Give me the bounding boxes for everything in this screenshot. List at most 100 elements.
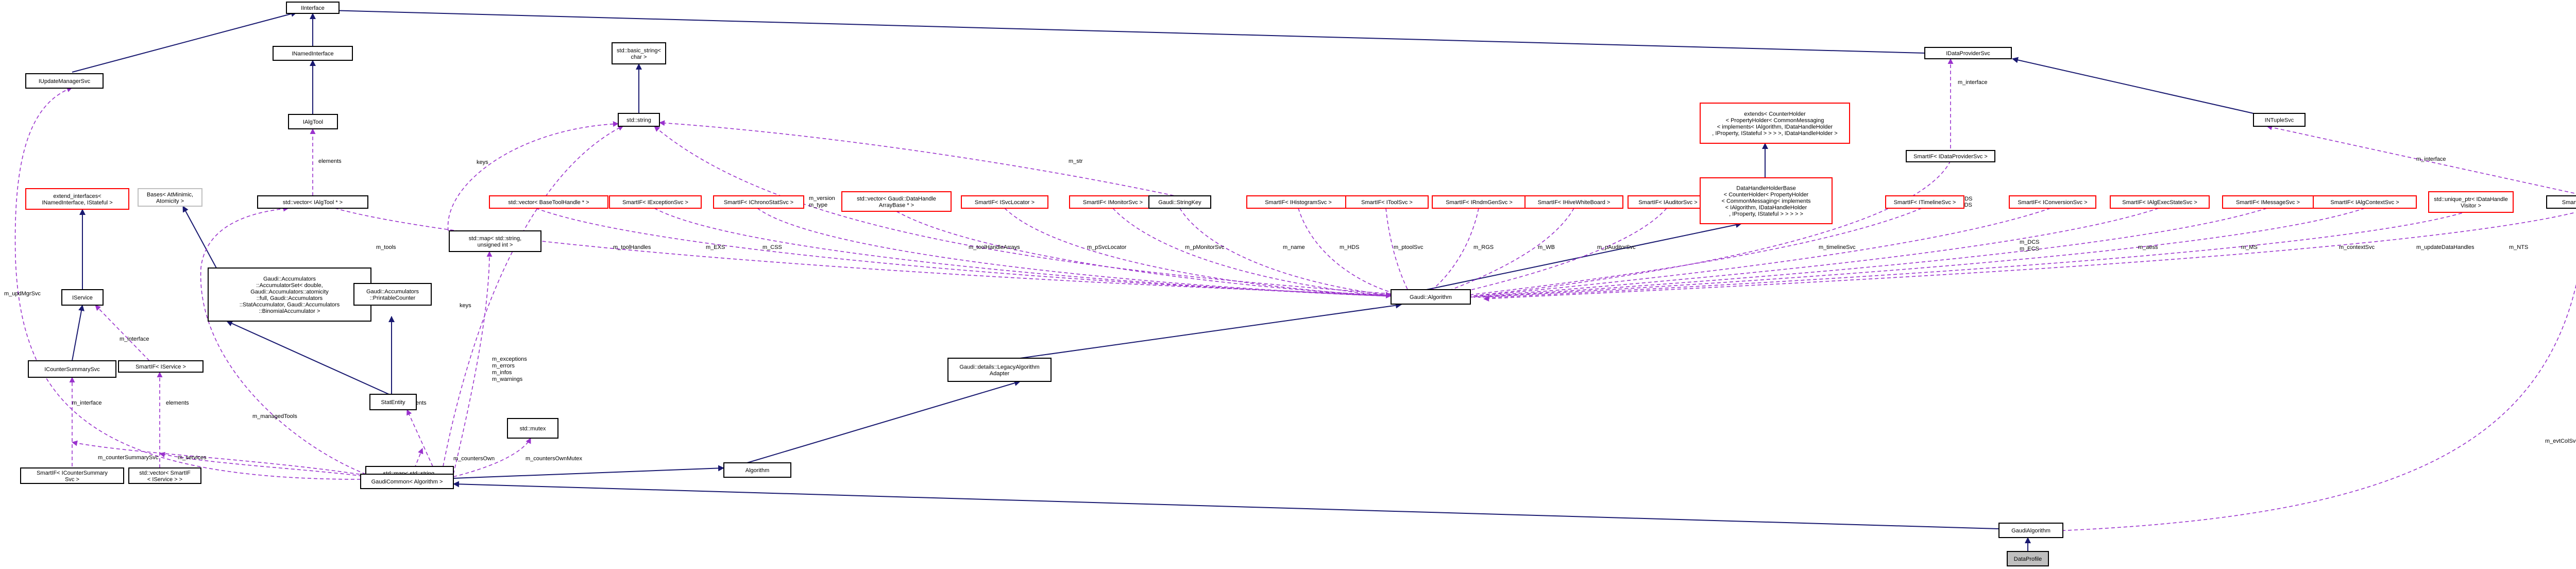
node-smart-ifexception[interactable]: SmartIF< IExceptionSvc > (609, 195, 702, 209)
node-label: ::AccumulatorSet< double, (256, 282, 323, 289)
node-label: SmartIF< IHistogramSvc > (1265, 199, 1332, 206)
node-icounter-summary-svc[interactable]: ICounterSummarySvc (28, 360, 116, 378)
node-vec-smart-ifservice[interactable]: std::vector< SmartIF< IService > > (128, 467, 201, 484)
node-box (28, 360, 116, 378)
node-label: unsigned int > (478, 242, 513, 248)
node-vec-ialg-tool[interactable]: std::vector< IAlgTool * > (257, 195, 368, 209)
edge-label-countersown: m_countersOwn (453, 456, 495, 462)
edge-inherit-gaudialgorithmderived-gaudicommon (453, 481, 1999, 529)
edge-label-updmgrsvc: m_updMgrSvc (4, 291, 41, 297)
edge-label-type: m_type (809, 202, 827, 208)
edge-inherit-gaudicommon-algorithm (453, 465, 724, 479)
node-label: std::mutex (520, 426, 546, 432)
node-box (2009, 195, 2096, 209)
node-label: IAlgTool (303, 119, 323, 125)
node-data-handle-holder-base[interactable]: DataHandleHolderBase< CounterHolder< Pro… (1700, 177, 1833, 224)
node-label: < implements< IAlgorithm, IDataHandleHol… (1717, 124, 1833, 130)
node-label: < CommonMessaging< implements (1721, 198, 1811, 205)
node-label: , IProperty, IStateful > > > >, IDataHan… (1712, 130, 1837, 137)
node-iservice[interactable]: IService (61, 289, 104, 306)
node-iinterface[interactable]: IInterface (286, 2, 340, 14)
node-smart-ifcounter-summary[interactable]: SmartIF< ICounterSummarySvc > (20, 467, 124, 484)
node-box (360, 474, 454, 489)
node-label: SmartIF< IConversionSvc > (2018, 199, 2087, 206)
node-smart-ifntuple[interactable]: SmartIF< INTupleSvc > (2546, 195, 2576, 209)
node-gaudi-algorithm-derived[interactable]: GaudiAlgorithm (1998, 523, 2063, 538)
node-label: IUpdateManagerSvc (39, 78, 91, 85)
edge-label-exs: m_EXS (706, 244, 725, 250)
node-smart-ifaudit[interactable]: SmartIF< IAuditorSvc > (1628, 195, 1708, 209)
node-bases-atomic[interactable]: Bases< AtMinimic,Atomicity > (138, 188, 202, 207)
edge-use-vecialgtool-gaudicommon-managed (200, 206, 366, 475)
node-basic_string[interactable]: std::basic_string<char > (612, 42, 666, 64)
node-smart-ifalg-exec[interactable]: SmartIF< IAlgExecStateSvc > (2110, 195, 2210, 209)
node-box (118, 360, 204, 373)
edge-label-pmonitorsvc: m_pMonitorSvc (1185, 244, 1225, 250)
edge-labels: elements keys keys m_str m_version m_typ… (4, 79, 2576, 462)
node-box (257, 195, 368, 209)
node-extends-ch[interactable]: extends< CounterHolder< PropertyHolder< … (1700, 103, 1850, 144)
edge-label-services: m_services (178, 455, 207, 461)
node-ialg-tool[interactable]: IAlgTool (288, 114, 338, 129)
node-label: Gaudi::StringKey (1158, 199, 1201, 206)
edge-label-timelinesvc: m_timelineSvc (1819, 244, 1856, 250)
node-label: SmartIF< IService > (135, 364, 186, 370)
edge-use-uniqueptrvisitor-gaudialgorithm (1483, 211, 2468, 298)
node-box (20, 467, 124, 484)
node-inamed-interface[interactable]: INamedInterface (273, 46, 353, 61)
edge-use-smartifalgcontext-gaudialgorithm (1478, 208, 2365, 298)
node-gaudi-common[interactable]: GaudiCommon< Algorithm > (360, 474, 454, 489)
node-smart-ifhive[interactable]: SmartIF< IHiveWhiteBoard > (1524, 195, 1623, 209)
node-label: std::vector< Gaudi::DataHandle (857, 196, 936, 202)
node-box (1924, 47, 2012, 59)
node-string-key[interactable]: Gaudi::StringKey (1148, 195, 1211, 209)
edge-use-smartiftool-gaudialgorithm (1385, 208, 1412, 297)
node-printable-counter[interactable]: Gaudi::Accumulators::PrintableCounter (353, 283, 432, 306)
node-stat-entity[interactable]: StatEntity (369, 394, 417, 410)
node-smart-iftimeline[interactable]: SmartIF< ITimelineSvc > (1885, 195, 1964, 209)
node-smart-ifdp[interactable]: SmartIF< IDataProviderSvc > (1906, 150, 1995, 162)
node-smart-ifmessage[interactable]: SmartIF< IMessageSvc > (2222, 195, 2314, 209)
edge-label-updatedatahandles: m_updateDataHandles (2416, 244, 2475, 250)
diagram-edges (14, 7, 2576, 551)
edge-label-ptoolsvc: m_ptoolSvc (1394, 244, 1423, 250)
edge-label-ms: m_MS (2241, 244, 2258, 250)
node-smart-ifconversion[interactable]: SmartIF< IConversionSvc > (2009, 195, 2096, 209)
node-accumulators[interactable]: Gaudi::Accumulators::AccumulatorSet< dou… (208, 267, 371, 322)
node-smart-ifalg-context[interactable]: SmartIF< IAlgContextSvc > (2313, 195, 2417, 209)
node-box (2313, 195, 2417, 209)
edge-label-psvclocator: m_pSvcLocator (1087, 244, 1127, 250)
node-iupdate-manager-svc[interactable]: IUpdateManagerSvc (25, 73, 104, 89)
node-smart-ifhisto[interactable]: SmartIF< IHistogramSvc > (1246, 195, 1350, 209)
node-gaudi-algorithm[interactable]: Gaudi::Algorithm (1391, 289, 1471, 305)
edge-label-version: m_version (809, 195, 835, 202)
edge-label-interface-nt: m_interface (2416, 156, 2446, 162)
node-smart-ifchrono[interactable]: SmartIF< IChronoStatSvc > (713, 195, 804, 209)
edge-label-toolhandlearrays: m_toolHandleArrays (969, 244, 1020, 250)
edge-use-vecialgtool-gaudialgorithm (334, 208, 1392, 298)
node-mutex[interactable]: std::mutex (507, 418, 558, 439)
edge-use-smartifmonitor-gaudialgorithm (1112, 208, 1404, 297)
node-smart-ifiservice[interactable]: SmartIF< IService > (118, 360, 204, 373)
edge-label-elements-svc: elements (166, 400, 189, 406)
node-label: char > (631, 54, 647, 60)
node-label: SmartIF< IHiveWhiteBoard > (1538, 199, 1611, 206)
node-data-profile[interactable]: DataProfile (2007, 551, 2049, 566)
node-label: INamedInterface, IStateful > (42, 199, 112, 206)
edge-use-smartifconversion-gaudialgorithm (1463, 208, 2051, 298)
node-vec-data-handle[interactable]: std::vector< Gaudi::DataHandleArrayBase … (841, 191, 952, 212)
node-algorithm[interactable]: Algorithm (723, 462, 791, 478)
node-smart-ifrndm[interactable]: SmartIF< IRndmGenSvc > (1432, 195, 1527, 209)
node-intuple-svc[interactable]: INTupleSvc (2253, 113, 2306, 127)
node-smart-ifsvc-locator[interactable]: SmartIF< ISvcLocator > (961, 195, 1048, 209)
node-smart-iftool[interactable]: SmartIF< IToolSvc > (1345, 195, 1429, 209)
node-string[interactable]: std::string (618, 113, 660, 127)
node-idata-provider-svc[interactable]: IDataProviderSvc (1924, 47, 2012, 59)
node-smart-ifmonitor[interactable]: SmartIF< IMonitorSvc > (1069, 195, 1157, 209)
node-map-string-uint[interactable]: std::map< std::string,unsigned int > (449, 230, 541, 252)
node-extend_interfaces[interactable]: extend_interfaces<INamedInterface, IStat… (25, 188, 129, 210)
node-vec-base-tool-handle[interactable]: std::vector< BaseToolHandle * > (489, 195, 608, 209)
